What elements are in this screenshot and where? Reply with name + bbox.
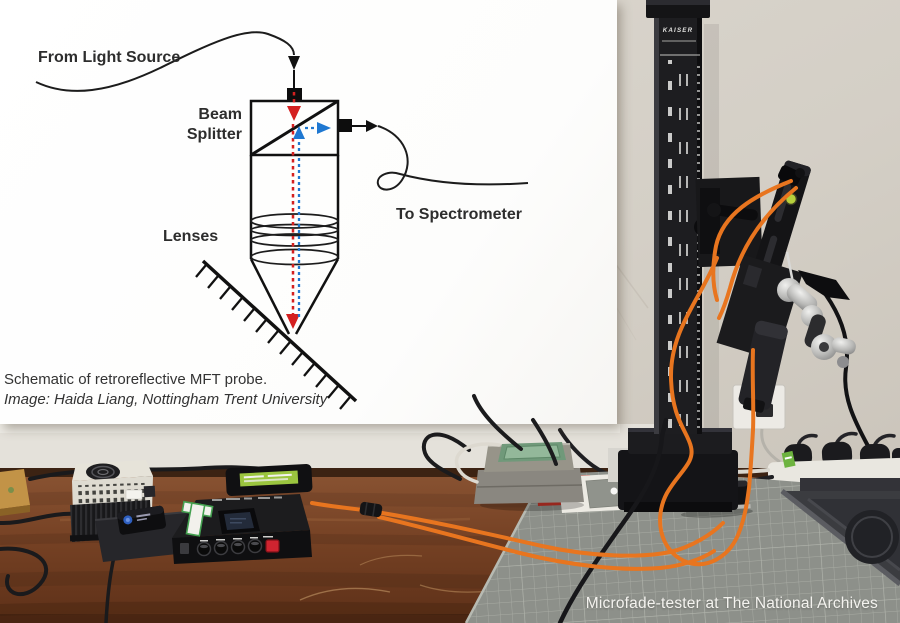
mft-probe — [738, 320, 788, 413]
label-to-spectrometer: To Spectrometer — [396, 206, 522, 223]
lens-stack — [250, 213, 339, 266]
column-scale — [663, 60, 700, 428]
sample-surface — [195, 259, 358, 410]
stand-brand-label: KAISER — [663, 27, 694, 34]
illumination-beam — [286, 92, 301, 329]
probe-body — [249, 155, 340, 335]
foam-slab — [780, 478, 900, 586]
fiber-coupler — [359, 501, 383, 518]
schematic-drawing — [35, 31, 529, 410]
fiber-port-side — [338, 119, 352, 132]
collection-beam — [293, 122, 331, 320]
fiber-to-spectrometer — [376, 125, 529, 191]
photo-caption: Microfade-tester at The National Archive… — [585, 595, 878, 612]
cable-tag — [781, 450, 796, 468]
schematic-credit: Image: Haida Liang, Nottingham Trent Uni… — [4, 391, 328, 408]
fiber-from-source — [35, 31, 295, 92]
label-lenses: Lenses — [163, 228, 219, 245]
schematic-caption: Schematic of retroreflective MFT probe. — [4, 371, 268, 388]
green-t-label — [181, 500, 214, 537]
mft-control-unit — [172, 494, 312, 564]
wooden-block — [0, 469, 30, 516]
articulated-arm — [777, 278, 856, 368]
power-brick — [225, 464, 313, 496]
red-button — [265, 539, 280, 553]
hanging-cables — [421, 394, 669, 623]
label-from-light-source: From Light Source — [38, 49, 181, 66]
label-beam-splitter: Beam Splitter — [186, 106, 242, 143]
fiber-optic-cables — [310, 179, 798, 571]
schematic-panel: From Light Source Beam Splitter Lenses T… — [0, 0, 617, 424]
fiber-switch-device — [117, 505, 166, 535]
